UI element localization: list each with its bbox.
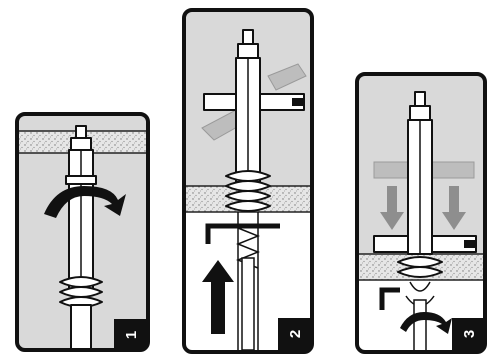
step-3-panel: 3 xyxy=(357,74,485,352)
step-2-panel: 2 xyxy=(184,10,312,352)
step-2-number: 2 xyxy=(287,330,304,338)
step-3-number: 3 xyxy=(461,330,478,338)
step-1-panel: 1 xyxy=(17,114,148,354)
step-1-number: 1 xyxy=(123,331,140,339)
